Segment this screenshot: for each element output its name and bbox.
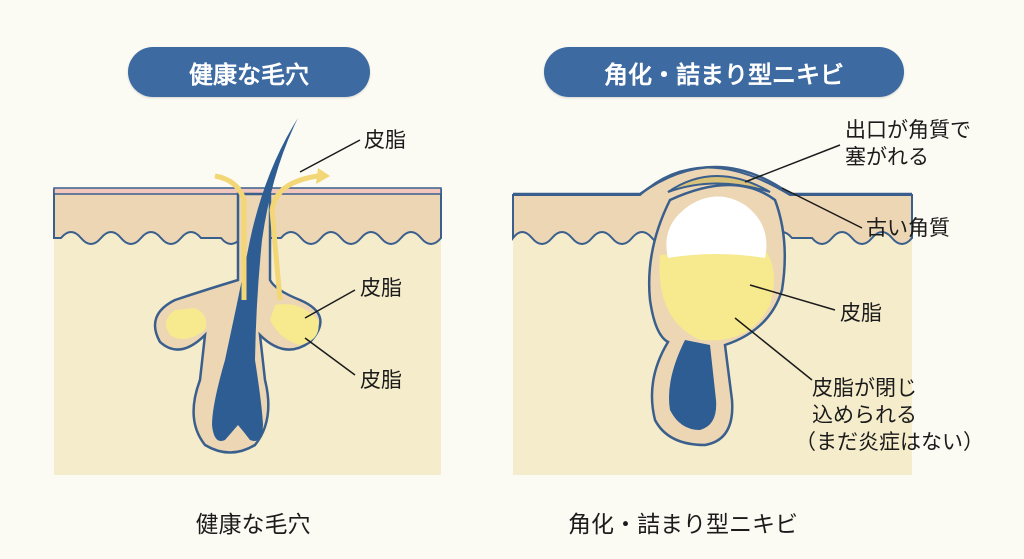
right-hair — [669, 340, 717, 430]
right-leader-trapped — [734, 317, 813, 381]
left-hair — [212, 118, 298, 441]
label-trapped-line1: 皮脂が閉じ — [812, 376, 917, 400]
right-skin-surface — [513, 165, 912, 196]
right-leader-old-keratin — [781, 187, 863, 229]
label-blocked-exit-line1: 出口が角質で — [845, 118, 971, 142]
clogged-pore-illustration — [512, 144, 913, 475]
right-trapped-sebum — [659, 250, 774, 341]
healthy-pore-caption: 健康な毛穴 — [195, 512, 311, 538]
label-sebum-low: 皮脂 — [360, 368, 402, 392]
right-leader-sebum — [749, 284, 836, 311]
left-leader-sebum-top — [299, 139, 361, 173]
left-sebaceous-gland-left — [166, 308, 207, 339]
left-sebaceous-gland-right — [270, 304, 319, 345]
left-sebum-arrowhead — [316, 168, 330, 184]
healthy-pore-illustration — [53, 118, 442, 475]
right-leader-blocked-exit — [744, 144, 841, 183]
label-trapped-line3: （まだ炎症はない） — [795, 430, 984, 454]
label-sebum-mid: 皮脂 — [360, 276, 402, 300]
label-right-sebum: 皮脂 — [840, 301, 882, 325]
left-sebum-flow-left — [214, 173, 247, 300]
left-leader-sebum-low — [304, 337, 356, 376]
left-leader-sebum-mid — [304, 289, 356, 319]
label-blocked-exit-line2: 塞がれる — [845, 145, 929, 169]
label-sebum-top: 皮脂 — [364, 128, 406, 152]
left-sebum-flow-right — [269, 173, 319, 301]
right-white-cavity — [666, 196, 767, 258]
clogged-pore-caption: 角化・詰まり型ニキビ — [568, 512, 798, 538]
label-old-keratin: 古い角質 — [866, 216, 950, 240]
label-trapped-line2: 込められる — [812, 403, 917, 427]
healthy-pore-title: 健康な毛穴 — [128, 47, 370, 97]
clogged-pore-title: 角化・詰まり型ニキビ — [544, 47, 904, 97]
right-keratin-plug — [667, 175, 771, 193]
